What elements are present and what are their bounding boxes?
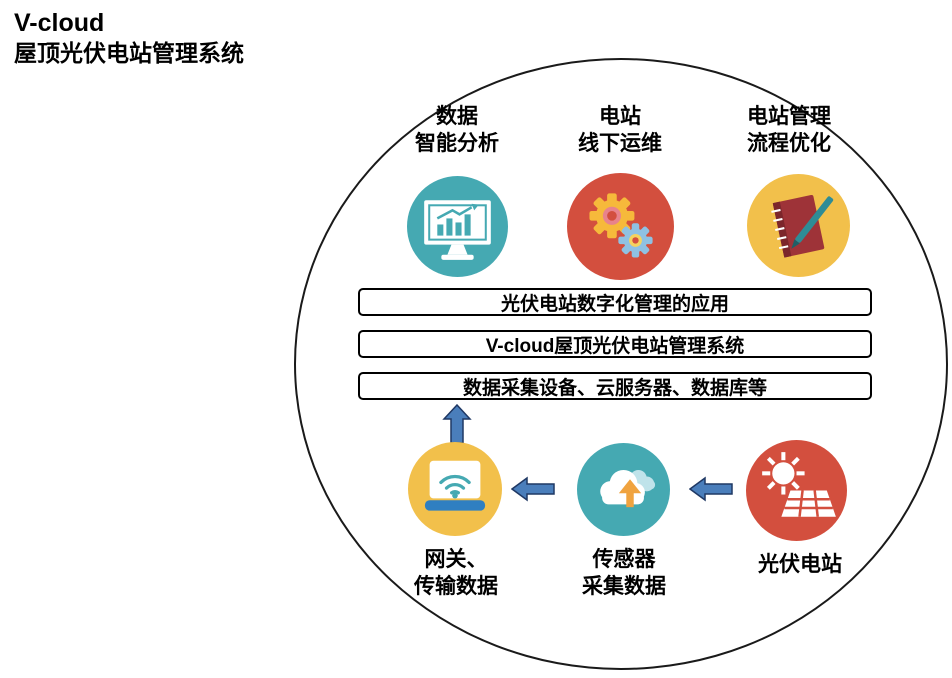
title-line1: V-cloud — [14, 9, 105, 37]
label-process-optimization: 电站管理 流程优化 — [747, 105, 831, 156]
label-pv-station: 光伏电站 — [758, 553, 842, 576]
cloud-upload-icon — [577, 443, 670, 536]
arrow-left-icon — [688, 476, 733, 502]
title-line2: 屋顶光伏电站管理系统 — [14, 40, 244, 67]
sun-solar-panel-icon — [746, 440, 847, 541]
label-offline-ops: 电站 线下运维 — [578, 105, 662, 156]
gears-icon — [567, 173, 674, 280]
arrow-left-icon — [510, 476, 555, 502]
label-data-analysis: 数据 智能分析 — [415, 105, 499, 156]
layer-box-infrastructure: 数据采集设备、云服务器、数据库等 — [358, 372, 872, 400]
label-sensor: 传感器 采集数据 — [582, 548, 666, 599]
label-gateway: 网关、 传输数据 — [414, 548, 498, 599]
arrow-up-icon — [442, 403, 472, 444]
monitor-bar-chart-icon — [407, 176, 508, 277]
laptop-wifi-icon — [408, 442, 502, 536]
boundary-circle — [294, 58, 948, 670]
page-title: V-cloud 屋顶光伏电站管理系统 — [14, 8, 244, 68]
layer-box-application: 光伏电站数字化管理的应用 — [358, 288, 872, 316]
layer-box-platform: V-cloud屋顶光伏电站管理系统 — [358, 330, 872, 358]
notebook-pen-icon — [747, 174, 850, 277]
